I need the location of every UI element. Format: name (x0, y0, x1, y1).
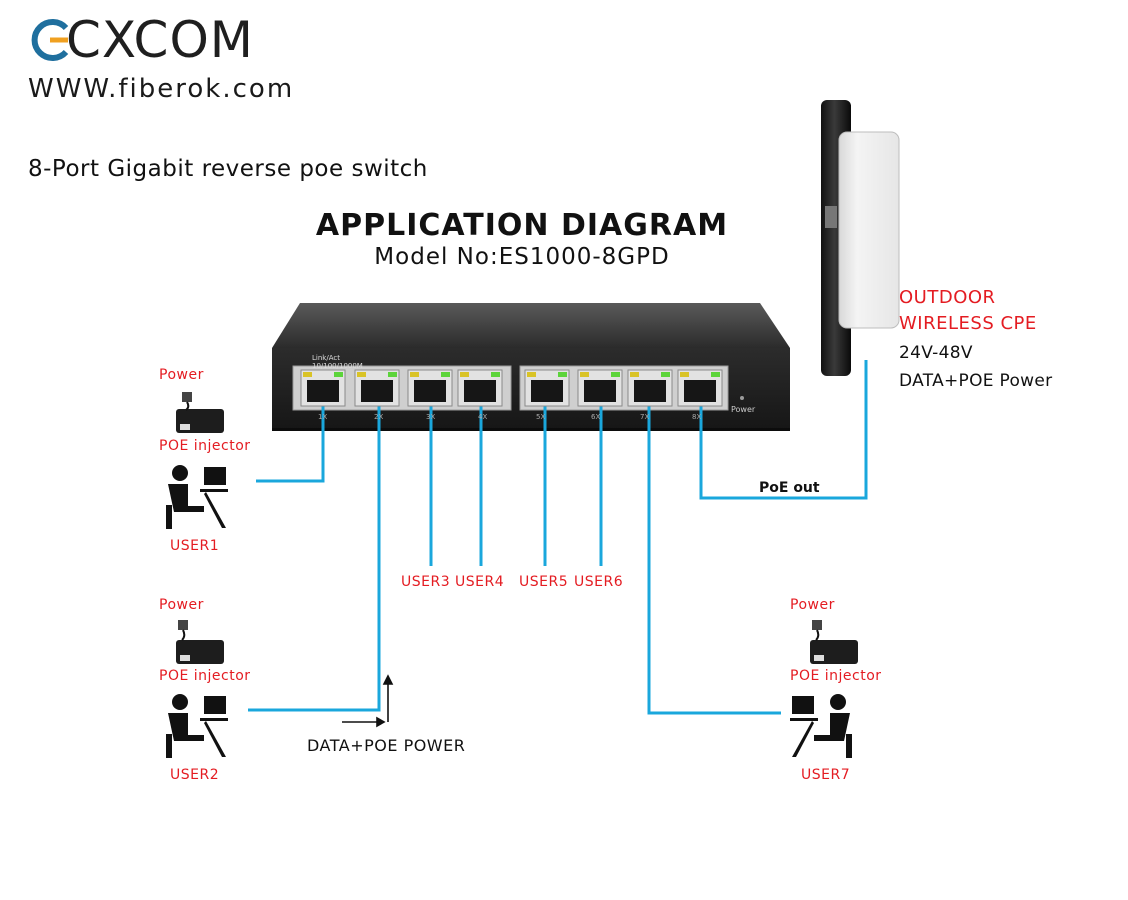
rj45-port (300, 369, 346, 407)
port-led (441, 372, 450, 377)
user1-injector-label: POE injector (159, 438, 251, 454)
port-led (303, 372, 312, 377)
rj45-port (524, 369, 570, 407)
port-label: 2X (374, 413, 384, 421)
user7-name: USER7 (801, 767, 851, 783)
logo-text: CXCOM (66, 11, 254, 69)
user-workstation-icon (790, 694, 852, 758)
port-led (410, 372, 419, 377)
port-led (711, 372, 720, 377)
port-label: 1X (318, 413, 328, 421)
port-label: 6X (591, 413, 601, 421)
rj45-port (627, 369, 673, 407)
port-label: 7X (640, 413, 650, 421)
user3-name: USER3 (401, 574, 451, 590)
cable-user2 (248, 405, 381, 712)
power-led (740, 396, 744, 400)
data-poe-power-label: DATA+POE POWER (307, 736, 466, 755)
brand-logo: CXCOM (26, 10, 254, 70)
cpe-label-line1: OUTDOOR (899, 287, 996, 308)
outdoor-cpe (821, 100, 900, 376)
port-led (460, 372, 469, 377)
switch-ports (300, 369, 744, 407)
user6-name: USER6 (574, 574, 624, 590)
diagram-title: APPLICATION DIAGRAM (315, 208, 729, 243)
cpe-voltage: 24V-48V (899, 343, 973, 363)
user4-name: USER4 (455, 574, 505, 590)
rj45-port (457, 369, 503, 407)
port-led (558, 372, 567, 377)
logo-mark-icon (31, 19, 69, 61)
user2-name: USER2 (170, 767, 220, 783)
port-label: 3X (426, 413, 436, 421)
product-subtitle: 8-Port Gigabit reverse poe switch (28, 156, 428, 182)
port-led (334, 372, 343, 377)
link-label: Link/Act (312, 354, 340, 362)
poe-out-label: PoE out (759, 480, 820, 496)
rj45-port (354, 369, 400, 407)
port-label: 4X (478, 413, 488, 421)
user7-power-label: Power (790, 597, 835, 613)
cpe-power-note: DATA+POE Power (899, 371, 1053, 391)
user2-injector-label: POE injector (159, 668, 251, 684)
speed-label: 10/100/1000M (312, 362, 363, 370)
user1-power-label: Power (159, 367, 204, 383)
user1-name: USER1 (170, 538, 220, 554)
cables (248, 360, 868, 715)
rj45-port (577, 369, 623, 407)
poe-injector-icon (176, 392, 224, 433)
port-led (527, 372, 536, 377)
link-act-label: Link/Act 10/100/1000M (312, 354, 363, 370)
website-url: WWW.fiberok.com (28, 74, 295, 104)
user7-injector-label: POE injector (790, 668, 882, 684)
cpe-label-line2: WIRELESS CPE (899, 313, 1037, 334)
port-led (630, 372, 639, 377)
user2-power-label: Power (159, 597, 204, 613)
port-led (357, 372, 366, 377)
user-workstation-icon (166, 465, 228, 529)
user-workstation-icon (166, 694, 228, 758)
port-led (388, 372, 397, 377)
poe-injector-icon (176, 620, 224, 664)
port-led (661, 372, 670, 377)
port-led (611, 372, 620, 377)
rj45-port (407, 369, 453, 407)
switch-power-label: Power (731, 405, 756, 414)
port-label: 5X (536, 413, 546, 421)
user5-name: USER5 (519, 574, 569, 590)
rj45-port (677, 369, 723, 407)
data-poe-arrows (342, 674, 394, 728)
port-led (680, 372, 689, 377)
port-led (580, 372, 589, 377)
model-number: Model No:ES1000-8GPD (374, 244, 670, 270)
port-led (491, 372, 500, 377)
port-label: 8X (692, 413, 702, 421)
poe-injector-icon (810, 620, 858, 664)
